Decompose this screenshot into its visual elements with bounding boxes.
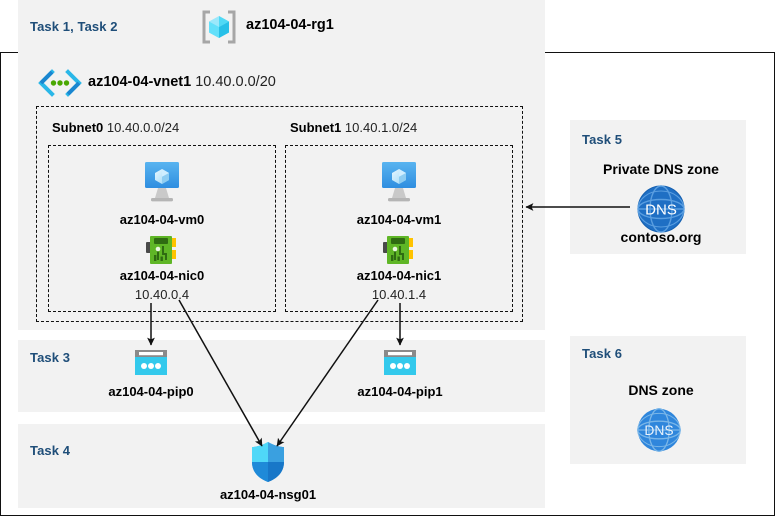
virtual-machine-icon (136, 160, 188, 206)
resource-group-panel (18, 0, 545, 52)
virtual-machine-icon (373, 160, 425, 206)
vnet-name: az104-04-vnet1 (88, 74, 192, 90)
public-ip-panel (18, 340, 545, 412)
resource-group-name: az104-04-rg1 (246, 17, 334, 33)
nic0-ip: 10.40.0.4 (134, 287, 190, 302)
task-label-6: Task 6 (582, 346, 623, 361)
task-label-1-2: Task 1, Task 2 (30, 19, 118, 34)
private-dns-name: contoso.org (620, 229, 702, 245)
task-label-4: Task 4 (30, 443, 71, 458)
subnet1-cidr: 10.40.1.0/24 (344, 120, 418, 135)
public-ip-icon (382, 348, 418, 378)
subnet0-resources-box (48, 145, 276, 312)
subnet1-name: Subnet1 (290, 120, 342, 135)
public-dns-heading: DNS zone (628, 382, 694, 398)
vnet-address-space: 10.40.0.0/20 (195, 74, 276, 90)
public-ip-icon (133, 348, 169, 378)
vnet-panel (18, 52, 545, 330)
pip1-label: az104-04-pip1 (357, 384, 443, 399)
nic1-label: az104-04-nic1 (356, 268, 442, 283)
network-security-group-icon (249, 440, 287, 484)
dns-icon-text: DNS (645, 202, 677, 219)
subnet0-name: Subnet0 (52, 120, 104, 135)
private-dns-heading: Private DNS zone (603, 161, 719, 177)
nic0-label: az104-04-nic0 (119, 268, 205, 283)
nic1-ip: 10.40.1.4 (371, 287, 427, 302)
nsg-label: az104-04-nsg01 (219, 487, 317, 502)
dns-zone-icon: DNS (634, 184, 688, 234)
vm1-label: az104-04-vm1 (356, 212, 442, 227)
subnet0-cidr: 10.40.0.0/24 (106, 120, 180, 135)
resource-group-icon (200, 8, 238, 46)
virtual-network-icon (38, 69, 82, 97)
dns-icon-text: DNS (644, 422, 673, 438)
vnet-header: az104-04-vnet1 10.40.0.0/20 (88, 74, 276, 90)
task-label-5: Task 5 (582, 132, 623, 147)
dns-zone-icon: DNS (634, 406, 684, 454)
network-interface-icon (381, 234, 417, 266)
task-label-3: Task 3 (30, 350, 71, 365)
subnet1-resources-box (285, 145, 513, 312)
vm0-label: az104-04-vm0 (119, 212, 205, 227)
pip0-label: az104-04-pip0 (108, 384, 194, 399)
subnet0-header: Subnet0 10.40.0.0/24 (52, 120, 179, 135)
network-interface-icon (144, 234, 180, 266)
subnet1-header: Subnet1 10.40.1.0/24 (290, 120, 417, 135)
resource-group-name-text: az104-04-rg1 (246, 17, 334, 33)
